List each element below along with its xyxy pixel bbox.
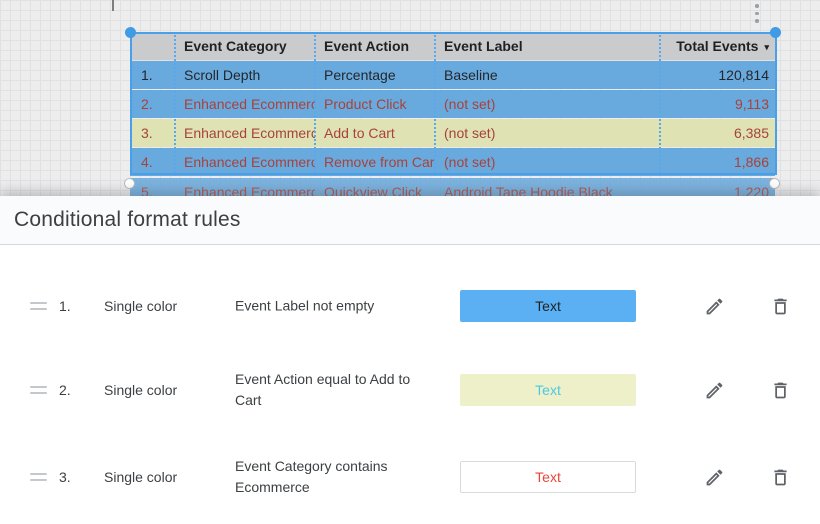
- column-header[interactable]: Event Action: [324, 38, 410, 54]
- rule-number: 2.: [59, 382, 71, 398]
- format-rule-row: 2. Single color Event Action equal to Ad…: [0, 364, 820, 416]
- panel-title: Conditional format rules: [14, 208, 241, 231]
- rule-number: 3.: [59, 469, 71, 485]
- pencil-icon: [706, 298, 722, 314]
- resize-handle-top-left[interactable]: [125, 27, 136, 38]
- table-cell: Baseline: [444, 67, 498, 83]
- table-cell: 5.: [141, 184, 153, 200]
- rule-color-chip[interactable]: Text: [460, 374, 636, 406]
- column-header[interactable]: Event Label: [444, 38, 523, 54]
- pencil-icon: [706, 469, 722, 485]
- rule-number: 1.: [59, 298, 71, 314]
- table-cell: 1,866: [733, 154, 769, 170]
- table-cell: (not set): [444, 125, 496, 141]
- rule-color-chip[interactable]: Text: [460, 290, 636, 322]
- panel-header: Conditional format rules: [0, 196, 820, 245]
- sort-desc-icon: ▾: [764, 42, 769, 52]
- rule-color-chip[interactable]: Text: [460, 461, 636, 493]
- edit-rule-button[interactable]: [702, 294, 726, 318]
- format-rule-row: 1. Single color Event Label not empty Te…: [0, 280, 820, 332]
- column-header[interactable]: Event Category: [184, 38, 287, 54]
- table-cell: Enhanced Ecommerce: [184, 96, 315, 112]
- table-cell: 6,385: [733, 125, 769, 141]
- resize-handle-bottom-left[interactable]: [124, 178, 135, 189]
- trash-icon: [773, 469, 787, 485]
- delete-rule-button[interactable]: [768, 465, 792, 489]
- rule-condition: Event Label not empty: [235, 297, 375, 314]
- table-cell: (not set): [444, 154, 496, 170]
- format-rule-row: 3. Single color Event Category contains …: [0, 446, 820, 508]
- table-cell: (not set): [444, 96, 496, 112]
- column-header[interactable]: Total Events▾: [676, 38, 769, 54]
- rules-list: 1. Single color Event Label not empty Te…: [0, 245, 820, 524]
- trash-icon: [773, 382, 787, 398]
- rule-type: Single color: [104, 298, 178, 314]
- canvas-cursor-tick: [112, 0, 114, 11]
- table-cell: 3.: [141, 125, 153, 141]
- kebab-menu-icon[interactable]: [751, 4, 763, 23]
- data-table[interactable]: Event Category Event Action Event Label Tot…: [130, 32, 775, 206]
- table-row[interactable]: 4. Enhanced Ecommerce Remove from Cart (not…: [130, 148, 775, 176]
- table-cell: Product Click: [324, 96, 407, 112]
- table-body: 1. Scroll Depth Percentage Baseline 120,814 2…: [130, 61, 775, 206]
- rule-type: Single color: [104, 469, 178, 485]
- table-cell: Enhanced Ecommerce: [184, 125, 315, 141]
- edit-rule-button[interactable]: [702, 465, 726, 489]
- table-cell: Percentage: [324, 67, 396, 83]
- table-cell: Remove from Cart: [324, 154, 435, 170]
- table-row[interactable]: 1. Scroll Depth Percentage Baseline 120,814: [130, 61, 775, 89]
- table-header-row: Event Category Event Action Event Label Tot…: [130, 32, 775, 60]
- delete-rule-button[interactable]: [768, 378, 792, 402]
- resize-handle-bottom-right[interactable]: [769, 178, 780, 189]
- table-cell: 4.: [141, 154, 153, 170]
- table-cell: Enhanced Ecommerce: [184, 154, 315, 170]
- table-cell: 1.: [141, 67, 153, 83]
- table-cell: Add to Cart: [324, 125, 395, 141]
- trash-icon: [773, 298, 787, 314]
- pencil-icon: [706, 382, 722, 398]
- table-cell: 2.: [141, 96, 153, 112]
- edit-rule-button[interactable]: [702, 378, 726, 402]
- drag-handle-icon[interactable]: [30, 386, 47, 394]
- table-cell: 120,814: [718, 67, 769, 83]
- rule-type: Single color: [104, 382, 178, 398]
- table-row[interactable]: 2. Enhanced Ecommerce Product Click (not se…: [130, 90, 775, 118]
- table-row[interactable]: 3. Enhanced Ecommerce Add to Cart (not set)…: [130, 119, 775, 147]
- resize-handle-top-right[interactable]: [770, 27, 781, 38]
- table-cell: 9,113: [735, 96, 769, 112]
- delete-rule-button[interactable]: [768, 294, 792, 318]
- conditional-format-panel: Conditional format rules 1. Single color…: [0, 196, 820, 524]
- rule-condition: Event Category contains Ecommerce: [235, 458, 388, 495]
- table-cell: Scroll Depth: [184, 67, 261, 83]
- drag-handle-icon[interactable]: [30, 473, 47, 481]
- drag-handle-icon[interactable]: [30, 302, 47, 310]
- rule-condition: Event Action equal to Add to Cart: [235, 371, 411, 408]
